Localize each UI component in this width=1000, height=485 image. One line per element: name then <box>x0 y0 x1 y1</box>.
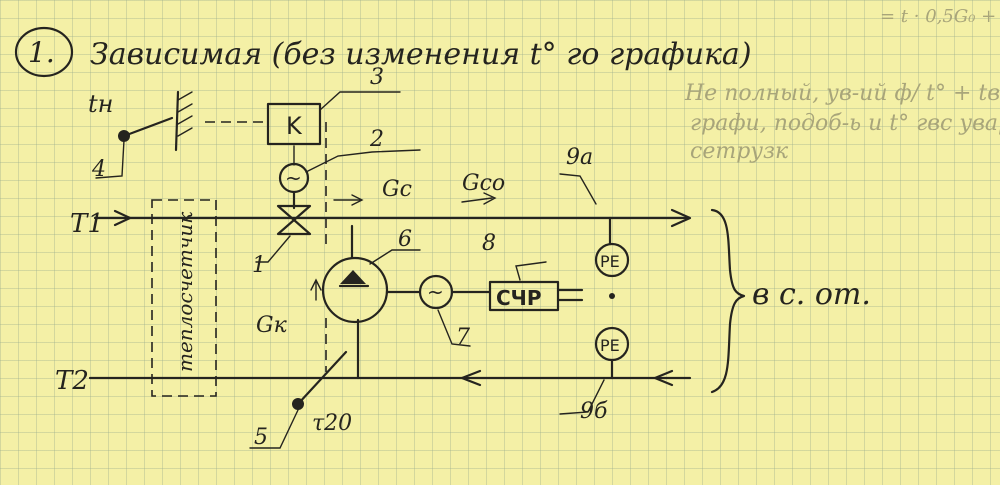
background-note-1: Не полный, ув-ий ф/ t° + tво + 1з <box>684 81 1000 106</box>
callout-9b: 9б <box>580 399 608 424</box>
regulator-box <box>488 280 560 312</box>
callout-8-leader <box>515 261 547 281</box>
return-temp-label: τ20 <box>312 411 352 436</box>
controller-label: K <box>286 112 303 140</box>
destination-label: в с. от. <box>752 277 871 312</box>
callout-5-leader <box>249 409 299 449</box>
valve-top-icon <box>276 204 312 222</box>
return-sensor-rod <box>296 350 348 406</box>
motor-symbol: ~ <box>427 280 444 304</box>
pressure-b-label: PE <box>600 336 620 355</box>
return-sensor-icon <box>292 398 304 410</box>
return-line-label: T2 <box>55 366 89 396</box>
heading-title: Зависимая (без изменения t° го графика) <box>90 37 752 72</box>
return-arrow-in <box>653 369 674 387</box>
flow-network-label: Gс <box>382 177 412 202</box>
controller-box <box>266 102 322 146</box>
callout-9a-leader <box>559 173 597 205</box>
drive-symbol: ~ <box>285 166 302 190</box>
outdoor-sensor-icon <box>118 130 130 142</box>
callout-2-leader <box>305 149 421 173</box>
pump-icon <box>340 270 366 284</box>
supply-arrow-out <box>670 208 692 228</box>
system-brace <box>710 208 746 394</box>
outdoor-temp-label: tн <box>88 90 113 118</box>
outdoor-sensor-rod <box>122 116 174 138</box>
pressure-a-label: PE <box>600 252 620 271</box>
regulator-label: СЧР <box>496 286 542 310</box>
wall-line <box>174 90 180 152</box>
flow-heating-label: Gсо <box>462 171 505 196</box>
supply-line-label: T1 <box>70 209 104 239</box>
callout-1-leader <box>255 235 291 263</box>
callout-8: 8 <box>482 231 496 256</box>
flow-mixing-label: Gк <box>256 313 288 338</box>
callout-5: 5 <box>254 425 268 450</box>
pressure-a-circle <box>594 242 630 278</box>
return-arrow-mid <box>460 369 482 387</box>
callout-7-leader <box>437 309 471 347</box>
callout-2: 2 <box>369 127 384 152</box>
callout-1: 1 <box>252 253 266 278</box>
valve-bottom-icon <box>276 218 312 236</box>
faint-note-top: = t · 0,5G₀ + ... <box>880 6 1000 27</box>
callout-6: 6 <box>398 227 412 252</box>
heat-meter-label: теплосчетчик <box>173 212 197 372</box>
callout-9a: 9а <box>566 145 593 170</box>
callout-7: 7 <box>456 325 470 350</box>
heat-meter-box <box>151 199 217 397</box>
callout-4-leader <box>95 139 125 179</box>
callout-9b-leader <box>559 379 605 415</box>
background-note-2: графи, подоб-ь и t° гвс уварк <box>690 111 1000 136</box>
pump-circle <box>321 256 389 324</box>
callout-3-leader <box>319 91 401 111</box>
callout-4: 4 <box>91 157 106 182</box>
callout-3: 3 <box>370 65 384 90</box>
callout-6-leader <box>369 249 421 265</box>
supply-arrow-in <box>113 209 132 227</box>
heading-number: 1. <box>28 36 55 69</box>
background-note-3: сетрузк <box>690 139 789 164</box>
heading-number-circle <box>14 26 74 78</box>
